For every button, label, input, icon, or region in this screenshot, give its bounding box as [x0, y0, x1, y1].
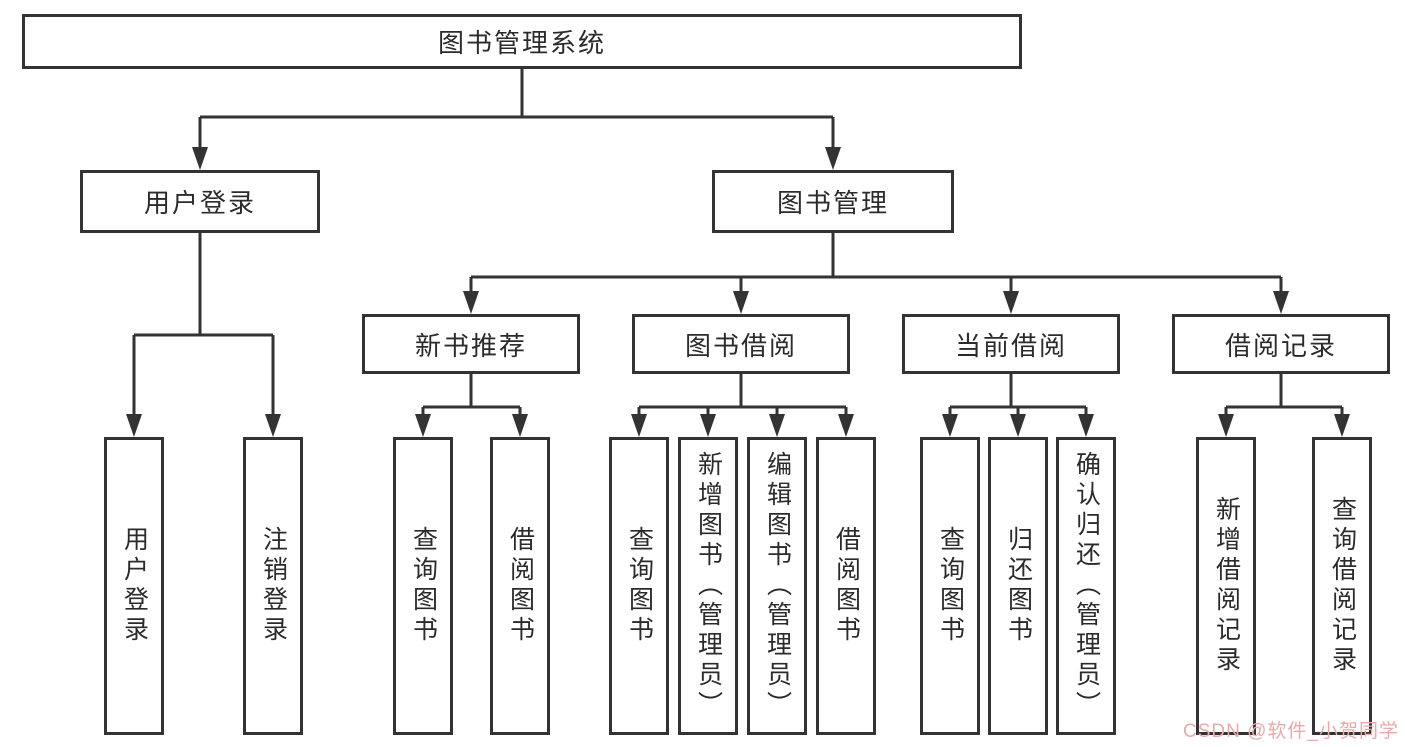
node-logout: 注销登录	[243, 437, 303, 735]
node-borrow-book-borrow: 借阅图书	[816, 437, 876, 735]
node-book-management: 图书管理	[712, 170, 954, 233]
node-label: 图书管理	[776, 188, 889, 218]
node-return-book: 归还图书	[988, 437, 1048, 735]
node-query-borrow-record: 查询借阅记录	[1312, 437, 1372, 735]
node-edit-book-admin: 编辑图书（管理员）	[747, 437, 807, 735]
node-label: 注销登录	[259, 526, 288, 646]
node-label: 归还图书	[1004, 526, 1033, 646]
node-label: 查询图书	[936, 526, 965, 646]
node-book-borrowing: 图书借阅	[632, 314, 850, 374]
node-label: 查询图书	[409, 526, 438, 646]
node-label: 图书借阅	[684, 330, 797, 361]
node-label: 图书管理系统	[437, 28, 606, 58]
node-add-borrow-record: 新增借阅记录	[1196, 437, 1256, 735]
node-query-book-borrow: 查询图书	[609, 437, 669, 735]
csdn-watermark: CSDN @软件_小贺同学	[1183, 721, 1399, 742]
node-new-book-recommend: 新书推荐	[362, 314, 580, 374]
node-borrow-book-newbook: 借阅图书	[490, 437, 550, 735]
node-user-login: 用户登录	[80, 170, 320, 233]
node-label: 当前借阅	[954, 330, 1067, 361]
node-borrow-records: 借阅记录	[1172, 314, 1390, 374]
node-current-borrowing: 当前借阅	[902, 314, 1120, 374]
node-label: 借阅图书	[506, 526, 535, 646]
node-label: 新增图书（管理员）	[694, 451, 723, 721]
node-label: 新书推荐	[414, 330, 527, 361]
node-label: 编辑图书（管理员）	[763, 451, 792, 721]
node-label: 查询借阅记录	[1328, 496, 1357, 676]
node-add-book-admin: 新增图书（管理员）	[678, 437, 738, 735]
node-user-login-leaf: 用户登录	[104, 437, 164, 735]
node-label: 借阅记录	[1224, 330, 1337, 361]
node-confirm-return-admin: 确认归还（管理员）	[1056, 437, 1116, 735]
node-library-system: 图书管理系统	[22, 14, 1022, 69]
node-label: 查询图书	[625, 526, 654, 646]
arrowheads	[126, 147, 1350, 437]
node-query-book-current: 查询图书	[920, 437, 980, 735]
node-label: 确认归还（管理员）	[1072, 451, 1101, 721]
node-label: 新增借阅记录	[1212, 496, 1241, 676]
node-label: 用户登录	[120, 526, 149, 646]
node-label: 借阅图书	[832, 526, 861, 646]
node-query-book-newbook: 查询图书	[393, 437, 453, 735]
node-label: 用户登录	[143, 188, 256, 218]
